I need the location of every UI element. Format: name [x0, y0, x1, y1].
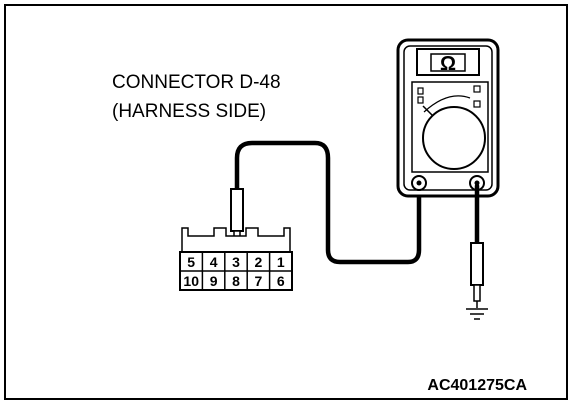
pin-label: 9 — [210, 273, 218, 289]
pin-label: 5 — [187, 254, 195, 270]
multimeter: Ω — [396, 38, 500, 198]
pin-label: 1 — [277, 254, 285, 270]
connector-pin-labels: 5 4 3 2 1 10 9 8 7 6 — [183, 254, 284, 289]
ground-icon — [466, 308, 488, 320]
pin-label: 6 — [277, 273, 285, 289]
figure-code: AC401275CA — [427, 377, 527, 394]
pin-label: 2 — [255, 254, 263, 270]
pin-label: 8 — [232, 273, 240, 289]
pin-label: 7 — [255, 273, 263, 289]
pin-label: 10 — [183, 273, 199, 289]
figure-frame — [4, 4, 568, 400]
test-lead-wire — [234, 140, 422, 265]
connector-title: CONNECTOR D-48 — [112, 72, 281, 93]
connector-d48 — [179, 227, 293, 291]
range-dial — [411, 81, 489, 173]
connector-subtitle: (HARNESS SIDE) — [112, 101, 266, 122]
pin-label: 4 — [210, 254, 218, 270]
pin-label: 3 — [232, 254, 240, 270]
meter-display: Ω — [416, 48, 480, 76]
ground-probe — [470, 242, 484, 308]
meter-terminal-left — [411, 175, 427, 191]
ohm-symbol: Ω — [440, 53, 456, 75]
